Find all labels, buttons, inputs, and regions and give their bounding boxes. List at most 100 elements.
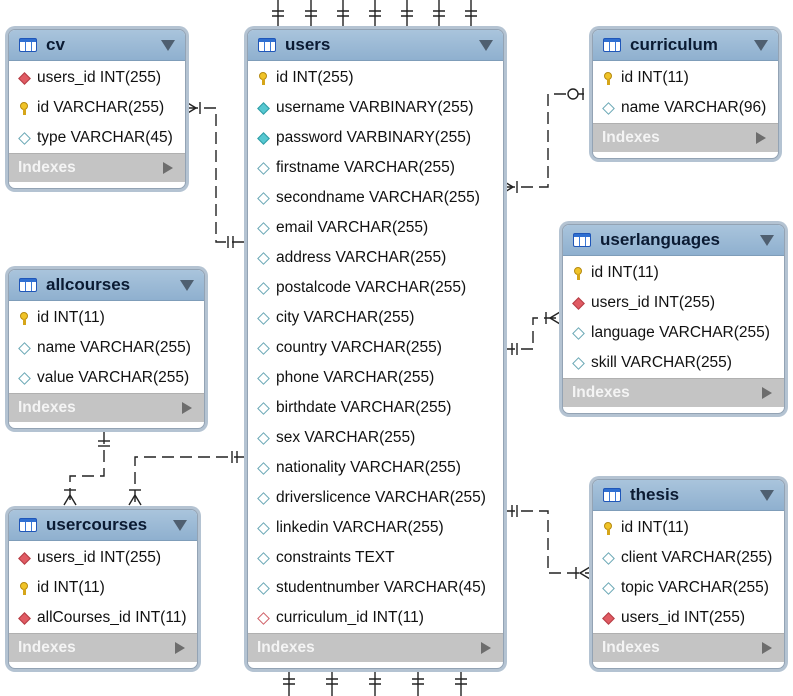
table-icon xyxy=(603,38,621,52)
expand-triangle-icon[interactable] xyxy=(762,387,772,399)
column-row[interactable]: address VARCHAR(255) xyxy=(248,243,503,273)
table-userlanguages[interactable]: userlanguages id INT(11)users_id INT(255… xyxy=(562,224,785,414)
column-row[interactable]: id INT(11) xyxy=(593,513,784,543)
column-row[interactable]: password VARBINARY(255) xyxy=(248,123,503,153)
primary-key-icon xyxy=(602,72,614,85)
column-row[interactable]: id INT(11) xyxy=(9,573,197,603)
table-icon xyxy=(19,518,37,532)
table-allcourses[interactable]: allcourses id INT(11)name VARCHAR(255)va… xyxy=(8,269,205,429)
column-list: id INT(255) username VARBINARY(255)passwo… xyxy=(248,61,503,633)
column-icon xyxy=(257,282,269,294)
column-row[interactable]: birthdate VARCHAR(255) xyxy=(248,393,503,423)
column-label: address VARCHAR(255) xyxy=(276,249,447,266)
column-label: constraints TEXT xyxy=(276,549,395,566)
column-row[interactable]: language VARCHAR(255) xyxy=(563,318,784,348)
column-row[interactable]: sex VARCHAR(255) xyxy=(248,423,503,453)
table-thesis[interactable]: thesis id INT(11)client VARCHAR(255)topi… xyxy=(592,479,785,669)
column-row[interactable]: name VARCHAR(96) xyxy=(593,93,778,123)
indexes-section[interactable]: Indexes xyxy=(9,153,185,182)
column-row[interactable]: username VARBINARY(255) xyxy=(248,93,503,123)
column-row[interactable]: email VARCHAR(255) xyxy=(248,213,503,243)
table-header[interactable]: usercourses xyxy=(9,510,197,541)
column-row[interactable]: users_id INT(255) xyxy=(563,288,784,318)
table-title: thesis xyxy=(630,485,680,504)
table-header[interactable]: thesis xyxy=(593,480,784,511)
column-row[interactable]: country VARCHAR(255) xyxy=(248,333,503,363)
column-row[interactable]: id INT(11) xyxy=(593,63,778,93)
column-row[interactable]: users_id INT(255) xyxy=(593,603,784,633)
collapse-triangle-icon[interactable] xyxy=(173,520,187,531)
collapse-triangle-icon[interactable] xyxy=(479,40,493,51)
table-header[interactable]: userlanguages xyxy=(563,225,784,256)
expand-triangle-icon[interactable] xyxy=(756,132,766,144)
column-row[interactable]: secondname VARCHAR(255) xyxy=(248,183,503,213)
column-row[interactable]: id INT(11) xyxy=(563,258,784,288)
column-row[interactable]: driverslicence VARCHAR(255) xyxy=(248,483,503,513)
table-header[interactable]: allcourses xyxy=(9,270,204,301)
table-icon xyxy=(573,233,591,247)
expand-triangle-icon[interactable] xyxy=(163,162,173,174)
column-row[interactable]: client VARCHAR(255) xyxy=(593,543,784,573)
not-null-column-icon xyxy=(257,132,269,144)
column-row[interactable]: users_id INT(255) xyxy=(9,543,197,573)
column-list: users_id INT(255)id VARCHAR(255)type VAR… xyxy=(9,61,185,153)
table-users[interactable]: users id INT(255) username VARBINARY(255)… xyxy=(247,29,504,669)
column-row[interactable]: postalcode VARCHAR(255) xyxy=(248,273,503,303)
column-icon xyxy=(257,342,269,354)
column-row[interactable]: phone VARCHAR(255) xyxy=(248,363,503,393)
expand-triangle-icon[interactable] xyxy=(481,642,491,654)
table-cv[interactable]: cv users_id INT(255)id VARCHAR(255)type … xyxy=(8,29,186,189)
collapse-triangle-icon[interactable] xyxy=(180,280,194,291)
table-header[interactable]: users xyxy=(248,30,503,61)
expand-triangle-icon[interactable] xyxy=(175,642,185,654)
column-row[interactable]: id INT(11) xyxy=(9,303,204,333)
column-label: id INT(255) xyxy=(276,69,354,86)
collapse-triangle-icon[interactable] xyxy=(760,235,774,246)
column-row[interactable]: allCourses_id INT(11) xyxy=(9,603,197,633)
column-icon xyxy=(257,192,269,204)
column-row[interactable]: name VARCHAR(255) xyxy=(9,333,204,363)
column-row[interactable]: id INT(255) xyxy=(248,63,503,93)
column-row[interactable]: skill VARCHAR(255) xyxy=(563,348,784,378)
collapse-triangle-icon[interactable] xyxy=(760,490,774,501)
indexes-section[interactable]: Indexes xyxy=(563,378,784,407)
table-title: userlanguages xyxy=(600,230,720,249)
indexes-section[interactable]: Indexes xyxy=(248,633,503,662)
collapse-triangle-icon[interactable] xyxy=(161,40,175,51)
column-row[interactable]: curriculum_id INT(11) xyxy=(248,603,503,633)
indexes-section[interactable]: Indexes xyxy=(593,633,784,662)
column-row[interactable]: constraints TEXT xyxy=(248,543,503,573)
table-curriculum[interactable]: curriculum id INT(11)name VARCHAR(96) In… xyxy=(592,29,779,159)
column-icon xyxy=(572,327,584,339)
column-row[interactable]: type VARCHAR(45) xyxy=(9,123,185,153)
column-row[interactable]: topic VARCHAR(255) xyxy=(593,573,784,603)
indexes-section[interactable]: Indexes xyxy=(9,633,197,662)
column-icon xyxy=(572,357,584,369)
column-row[interactable]: value VARCHAR(255) xyxy=(9,363,204,393)
table-header[interactable]: cv xyxy=(9,30,185,61)
foreign-key-icon xyxy=(572,297,584,309)
column-icon xyxy=(257,582,269,594)
column-row[interactable]: studentnumber VARCHAR(45) xyxy=(248,573,503,603)
indexes-section[interactable]: Indexes xyxy=(9,393,204,422)
column-row[interactable]: id VARCHAR(255) xyxy=(9,93,185,123)
column-row[interactable]: city VARCHAR(255) xyxy=(248,303,503,333)
column-label: curriculum_id INT(11) xyxy=(276,609,424,626)
expand-triangle-icon[interactable] xyxy=(762,642,772,654)
foreign-key-icon xyxy=(18,72,30,84)
column-icon xyxy=(257,222,269,234)
column-row[interactable]: linkedin VARCHAR(255) xyxy=(248,513,503,543)
table-header[interactable]: curriculum xyxy=(593,30,778,61)
indexes-section[interactable]: Indexes xyxy=(593,123,778,152)
column-list: id INT(11)name VARCHAR(255)value VARCHAR… xyxy=(9,301,204,393)
expand-triangle-icon[interactable] xyxy=(182,402,192,414)
column-row[interactable]: firstname VARCHAR(255) xyxy=(248,153,503,183)
column-row[interactable]: nationality VARCHAR(255) xyxy=(248,453,503,483)
not-null-column-icon xyxy=(257,102,269,114)
column-label: studentnumber VARCHAR(45) xyxy=(276,579,486,596)
column-row[interactable]: users_id INT(255) xyxy=(9,63,185,93)
column-label: users_id INT(255) xyxy=(621,609,746,626)
collapse-triangle-icon[interactable] xyxy=(754,40,768,51)
table-usercourses[interactable]: usercourses users_id INT(255)id INT(11)a… xyxy=(8,509,198,669)
